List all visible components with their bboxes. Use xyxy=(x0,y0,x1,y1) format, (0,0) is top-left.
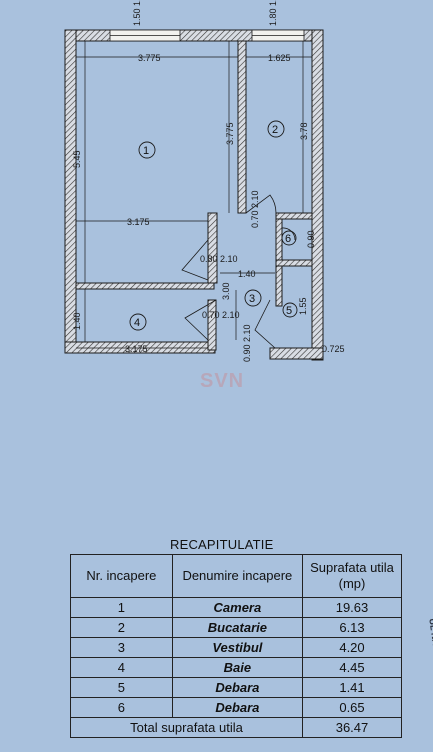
dim-room1-height-left: 5.45 xyxy=(72,150,82,168)
cell-area: 1.41 xyxy=(302,677,402,698)
cell-area: 19.63 xyxy=(302,597,402,618)
recap-title: RECAPITULATIE xyxy=(170,537,274,552)
cell-area: 4.45 xyxy=(302,657,402,678)
dim-vestibul-height: 3.00 xyxy=(221,282,231,300)
door-swings xyxy=(181,194,296,349)
dim-room4-width: 3.175 xyxy=(125,344,148,354)
dim-room2-width: 1.625 xyxy=(268,53,291,63)
dim-room5-height: 1.55 xyxy=(298,297,308,315)
dim-room1-width: 3.775 xyxy=(138,53,161,63)
room-number-3: 3 xyxy=(249,293,255,305)
table-row: 3 Vestibul 4.20 xyxy=(70,637,402,658)
dim-door-room1: 0.80 2.10 xyxy=(200,254,238,264)
cell-nr: 5 xyxy=(70,677,173,698)
dim-door-room4: 0.70 2.10 xyxy=(202,310,240,320)
dim-vestibul-width: 1.40 xyxy=(238,269,256,279)
cell-nr: 6 xyxy=(70,697,173,718)
total-row: Total suprafata utila 36.47 xyxy=(70,717,402,738)
cell-nr: 1 xyxy=(70,597,173,618)
dim-room1-bottom-width: 3.175 xyxy=(127,217,150,227)
recap-table: Nr. incapere Denumire incapere Suprafata… xyxy=(70,554,402,738)
dim-entry-door: 0.90 2.10 xyxy=(242,324,252,362)
dim-door-room2: 0.70 2.10 xyxy=(250,190,260,228)
cell-nr: 3 xyxy=(70,637,173,658)
room-number-4: 4 xyxy=(134,317,140,329)
dim-room2-height: 3.78 xyxy=(299,122,309,140)
header-denumire: Denumire incapere xyxy=(171,554,304,598)
recap-header-row: Nr. incapere Denumire incapere Suprafata… xyxy=(70,554,402,598)
table-row: 5 Debara 1.41 xyxy=(70,677,402,698)
room-number-2: 2 xyxy=(272,124,278,136)
total-value: 36.47 xyxy=(302,717,402,738)
room-markers xyxy=(129,120,298,331)
floor-plan: 1.50 1.20 1.80 1.20 3.775 1.625 5.45 3.7… xyxy=(64,0,345,362)
dimension-lines xyxy=(76,41,312,349)
walls xyxy=(64,29,324,361)
room-number-6: 6 xyxy=(285,233,291,245)
cell-name: Camera xyxy=(171,597,304,618)
dim-top-window-left: 1.50 1.20 xyxy=(132,0,142,26)
dim-top-window-right: 1.80 1.20 xyxy=(268,0,278,26)
dim-room4-height: 1.40 xyxy=(72,312,82,330)
watermark-logo: SVN xyxy=(200,370,245,392)
table-row: 6 Debara 0.65 xyxy=(70,697,402,718)
stamp: UL NATIONAL xyxy=(427,617,433,679)
cell-nr: 4 xyxy=(70,657,173,678)
header-suprafata: Suprafata utila (mp) xyxy=(302,554,402,598)
cell-area: 0.65 xyxy=(302,697,402,718)
dim-door-room6: 0.90 xyxy=(306,230,316,248)
header-nr: Nr. incapere xyxy=(70,554,173,598)
cell-name: Bucatarie xyxy=(171,617,304,638)
room-number-1: 1 xyxy=(143,145,149,157)
cell-nr: 2 xyxy=(70,617,173,638)
total-label: Total suprafata utila xyxy=(70,717,303,738)
table-row: 2 Bucatarie 6.13 xyxy=(70,617,402,638)
cell-name: Vestibul xyxy=(171,637,304,658)
table-row: 4 Baie 4.45 xyxy=(70,657,402,678)
windows xyxy=(109,29,305,42)
room-number-5: 5 xyxy=(286,305,292,317)
cell-name: Debara xyxy=(171,677,304,698)
cell-area: 6.13 xyxy=(302,617,402,638)
cell-area: 4.20 xyxy=(302,637,402,658)
table-row: 1 Camera 19.63 xyxy=(70,597,402,618)
cell-name: Debara xyxy=(171,697,304,718)
dim-room1-height-inner: 3.775 xyxy=(225,122,235,145)
dim-room5-wall: 0.725 xyxy=(322,344,345,354)
cell-name: Baie xyxy=(171,657,304,678)
